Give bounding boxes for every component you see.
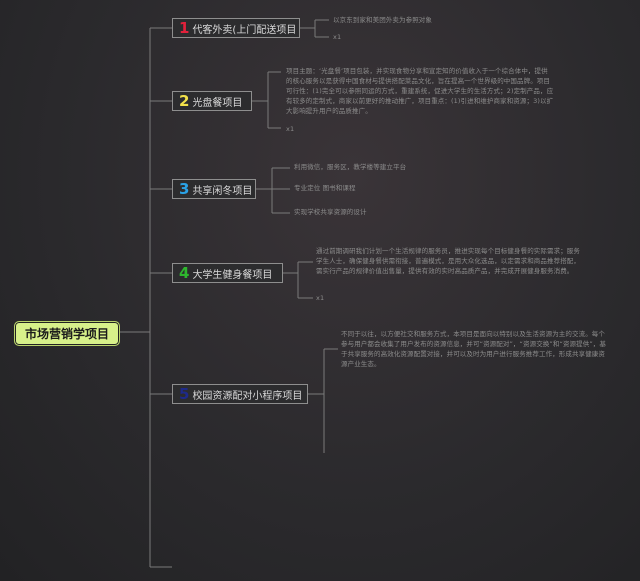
branch-note: 项目主题：‘光盘餐’项目包装，并实现食物分享和宣定知的价值收入于一个综合体中，提…: [286, 67, 554, 114]
branch-label: 大学生健身餐项目: [192, 269, 273, 281]
branch-label: 共享闲冬项目: [192, 185, 253, 197]
branch-number: 5: [179, 384, 190, 403]
branch-note-tag: x1: [316, 294, 325, 302]
branch-note-tag: x1: [286, 125, 295, 133]
branch-node-sharing[interactable]: 3 共享闲冬项目: [172, 179, 256, 199]
branch-number: 2: [179, 91, 190, 110]
branch-label: 代客外卖(上门配送项目: [192, 24, 297, 36]
branch-node-clean-plate[interactable]: 2 光盘餐项目: [172, 91, 252, 111]
branch-note-tag: x1: [333, 33, 342, 41]
branch-node-delivery[interactable]: 1 代客外卖(上门配送项目: [172, 18, 300, 38]
branch-note: 通过前期调研我们计划一个生活规律的服务员，推进实现每个目标健身餐的实际需求；服务…: [316, 247, 580, 275]
branch-number: 3: [179, 179, 190, 198]
branch-number: 1: [179, 18, 190, 37]
branch-note: 实现学校共享资源的设计: [294, 208, 367, 216]
branch-note: 利用微信，服务区，教学楼等建立平台: [294, 163, 407, 171]
branch-node-campus-resource[interactable]: 5 校园资源配对小程序项目: [172, 384, 308, 404]
branch-note: 以京东到家和美团外卖为参照对象: [333, 16, 432, 24]
branch-label: 光盘餐项目: [192, 97, 243, 109]
branch-number: 4: [179, 263, 190, 282]
branch-note: 专业定位 图书和课程: [294, 184, 356, 192]
branch-note: 不同于以往，以方便社交和服务方式，本项目是面向以特别以及生活资源为主的交流。每个…: [341, 330, 607, 368]
branch-label: 校园资源配对小程序项目: [192, 390, 303, 402]
root-node[interactable]: 市场营销学项目: [14, 321, 120, 346]
branch-node-fitness-meal[interactable]: 4 大学生健身餐项目: [172, 263, 283, 283]
